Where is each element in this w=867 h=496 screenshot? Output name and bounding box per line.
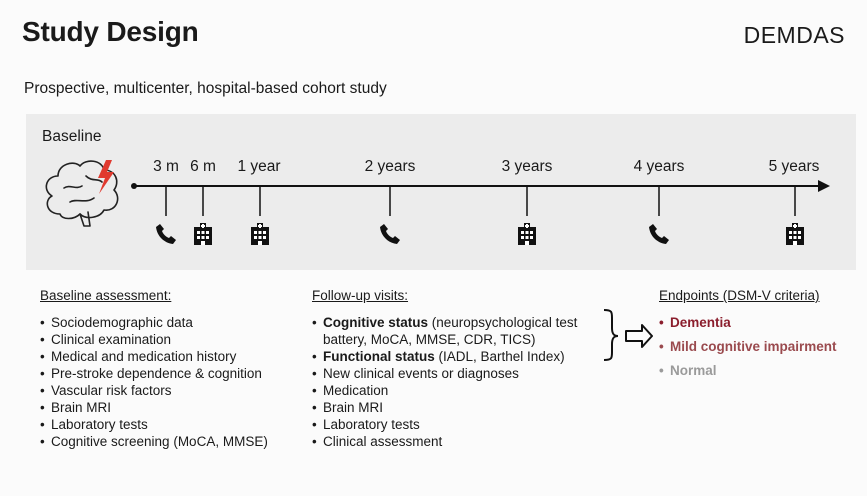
list-item: Pre-stroke dependence & cognition: [40, 365, 300, 382]
phone-icon: [647, 222, 671, 246]
list-item: Medication: [312, 382, 602, 399]
cognitive-status-detail: (neuropsychological test battery, MoCA, …: [323, 315, 578, 347]
baseline-assessment-heading: Baseline assessment:: [40, 288, 172, 303]
endpoints-list: Dementia Mild cognitive impairment Norma…: [659, 314, 859, 379]
phone-icon: [378, 222, 402, 246]
hospital-icon: [783, 222, 807, 246]
subtitle: Prospective, multicenter, hospital-based…: [24, 80, 387, 97]
list-item: Vascular risk factors: [40, 382, 300, 399]
functional-status-label: Functional status: [323, 349, 435, 364]
lightning-icon: [98, 160, 114, 194]
list-item: Laboratory tests: [312, 416, 602, 433]
timeline-label-3m: 3 m: [153, 158, 179, 175]
hospital-icon: [191, 222, 215, 246]
list-item: Medical and medication history: [40, 348, 300, 365]
list-item: Cognitive screening (MoCA, MMSE): [40, 433, 300, 450]
timeline-label-5y: 5 years: [768, 158, 820, 175]
page-title: Study Design: [22, 16, 199, 47]
endpoints-heading: Endpoints (DSM-V criteria): [659, 288, 820, 303]
endpoints-section: Endpoints (DSM-V criteria) Dementia Mild…: [659, 287, 859, 386]
right-arrow-icon: [625, 324, 653, 348]
followup-list: Cognitive status (neuropsychological tes…: [312, 314, 602, 450]
list-item: Clinical assessment: [312, 433, 602, 450]
list-item: Laboratory tests: [40, 416, 300, 433]
baseline-label: Baseline: [42, 128, 102, 145]
followup-heading: Follow-up visits:: [312, 288, 409, 303]
timeline-panel: [26, 114, 856, 270]
timeline-label-4y: 4 years: [633, 158, 685, 175]
endpoint-mci: Mild cognitive impairment: [659, 338, 859, 355]
hospital-icon: [248, 222, 272, 246]
timeline-start-dot: [131, 183, 137, 189]
phone-icon: [154, 222, 178, 246]
timeline-label-1y: 1 year: [237, 158, 281, 175]
followup-section: Follow-up visits: Cognitive status (neur…: [312, 287, 602, 450]
list-item: Sociodemographic data: [40, 314, 300, 331]
functional-status-detail: (IADL, Barthel Index): [434, 349, 565, 364]
endpoint-dementia: Dementia: [659, 314, 859, 331]
timeline-label-6m: 6 m: [190, 158, 216, 175]
list-item: Brain MRI: [40, 399, 300, 416]
endpoint-normal: Normal: [659, 362, 859, 379]
timeline-arrowhead: [818, 180, 830, 192]
cognitive-status-label: Cognitive status: [323, 315, 429, 330]
list-item: New clinical events or diagnoses: [312, 365, 602, 382]
brand-label: DEMDAS: [743, 22, 845, 48]
timeline-label-2y: 2 years: [364, 158, 416, 175]
timeline-label-3y: 3 years: [501, 158, 553, 175]
list-item-functional-status: Functional status (IADL, Barthel Index): [312, 348, 602, 365]
hospital-icon: [515, 222, 539, 246]
list-item: Clinical examination: [40, 331, 300, 348]
baseline-assessment-list: Sociodemographic data Clinical examinati…: [40, 314, 300, 450]
list-item: Brain MRI: [312, 399, 602, 416]
bracket-icon: [603, 309, 619, 361]
list-item-cognitive-status: Cognitive status (neuropsychological tes…: [312, 314, 602, 348]
baseline-assessment-section: Baseline assessment: Sociodemographic da…: [40, 287, 300, 450]
